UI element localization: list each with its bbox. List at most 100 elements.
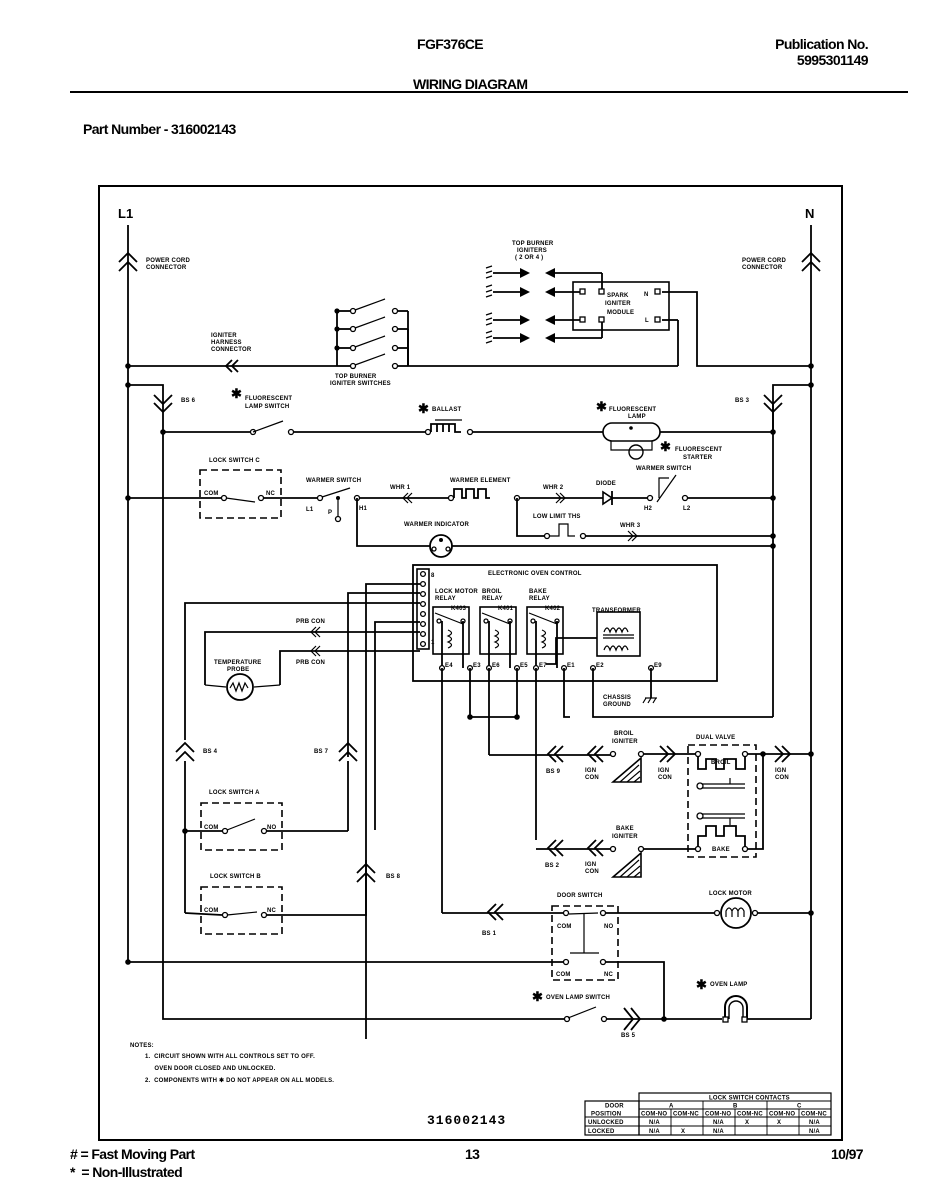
- spark-module-n: N: [644, 292, 649, 298]
- publication-label: Publication No.: [775, 36, 868, 52]
- table-row-label: UNLOCKED: [588, 1120, 624, 1126]
- connector-pin: [419, 600, 427, 608]
- notes: NOTES: 1. CIRCUIT SHOWN WITH ALL CONTROL…: [130, 1043, 334, 1084]
- igniter-switch: [334, 298, 409, 366]
- connector-pin: [419, 590, 427, 598]
- ign-con-2b: CON: [658, 775, 672, 781]
- note-line-3: 2. COMPONENTS WITH ✱ DO NOT APPEAR ON AL…: [145, 1077, 334, 1084]
- pin-8-label: 8: [431, 573, 435, 579]
- fluorescent-starter-2: STARTER: [683, 455, 713, 461]
- lock-switch-c: LOCK SWITCH C COM NC: [199, 458, 282, 519]
- whr1-label: WHR 1: [390, 485, 411, 491]
- ign-con-3b: CON: [775, 775, 789, 781]
- asterisk-icon: ✱: [696, 977, 707, 992]
- relay-label: K401: [498, 606, 514, 612]
- igniter-electrode: [485, 284, 586, 298]
- revision-date: 10/97: [830, 1146, 864, 1162]
- low-limit-ths-label: LOW LIMIT THS: [533, 514, 581, 520]
- warmer-switch-p: P: [328, 510, 332, 516]
- top-burner-igniter-switches: TOP BURNER IGNITER SWITCHES: [330, 298, 679, 387]
- connector-pin: [419, 630, 427, 638]
- diode: DIODE: [596, 481, 616, 506]
- temperature-probe-1: TEMPERATURE: [214, 660, 261, 666]
- eoc-label: ELECTRONIC OVEN CONTROL: [488, 571, 582, 577]
- lock-switch-b-label: LOCK SWITCH B: [210, 874, 261, 880]
- lock-switch-c-nc: NC: [266, 491, 276, 497]
- top-burner-igniter-switches-1: TOP BURNER: [335, 374, 377, 380]
- warmer-indicator-label: WARMER INDICATOR: [404, 522, 469, 528]
- connector-pin: [419, 640, 427, 648]
- door-switch-com-1: COM: [557, 924, 572, 930]
- spark-module-label-2: IGNITER: [605, 301, 631, 307]
- bs2-label: BS 2: [545, 863, 560, 869]
- l1-label: L1: [118, 206, 133, 221]
- warmer-switch-l2: L2: [683, 506, 691, 512]
- ballast-label: BALLAST: [432, 407, 462, 413]
- fluorescent-lamp-2: LAMP: [628, 414, 646, 420]
- page-number: 13: [465, 1146, 480, 1162]
- door-switch-nc: NC: [604, 972, 614, 978]
- ign-con-2a: IGN: [658, 768, 669, 774]
- dual-valve-label: DUAL VALVE: [696, 735, 735, 741]
- prb-con-label-2: PRB CON: [296, 660, 325, 666]
- table-cell: N/A: [713, 1129, 724, 1135]
- terminal-label: E4: [445, 663, 453, 669]
- transformer-label: TRANSFORMER: [592, 608, 641, 614]
- warmer-switch-label-2: WARMER SWITCH: [636, 466, 691, 472]
- bs8-label: BS 8: [386, 874, 401, 880]
- diagram-frame: [98, 185, 843, 1141]
- terminal-label: E5: [520, 663, 528, 669]
- notes-heading: NOTES:: [130, 1043, 154, 1049]
- ballast: ✱ BALLAST: [418, 401, 474, 436]
- part-number: Part Number - 316002143: [83, 121, 236, 137]
- top-burner-igniters-3: ( 2 OR 4 ): [515, 255, 543, 261]
- oven-lamp: ✱ OVEN LAMP: [696, 977, 748, 1023]
- power-cord-connector-right-2: CONNECTOR: [742, 265, 783, 271]
- warmer-element: WARMER ELEMENT: [447, 478, 521, 502]
- relay-label: K403: [451, 606, 467, 612]
- oven-lamp-switch-label: OVEN LAMP SWITCH: [546, 995, 610, 1001]
- igniter-electrode: [485, 312, 586, 326]
- legend-non-illustrated: * = Non-Illustrated: [70, 1164, 183, 1180]
- warmer-indicator: WARMER INDICATOR: [404, 522, 469, 558]
- power-cord-connector-left-1: POWER CORD: [146, 258, 190, 264]
- table-cell: N/A: [649, 1120, 660, 1126]
- lock-switch-a-com: COM: [204, 825, 219, 831]
- table-column: COM-NC: [673, 1112, 699, 1118]
- publication-number: 5995301149: [796, 52, 869, 68]
- asterisk-icon: ✱: [532, 989, 543, 1004]
- valve-bake-label: BAKE: [712, 847, 730, 853]
- electronic-oven-control: ELECTRONIC OVEN CONTROL 8 1 LOCK MOTORRE…: [412, 564, 718, 708]
- top-burner-igniters-1: TOP BURNER: [512, 241, 554, 247]
- igniter-electrode: [485, 265, 605, 295]
- spark-igniter-module: SPARK IGNITER MODULE N L: [572, 281, 814, 369]
- terminal-label: E6: [492, 663, 500, 669]
- connector-pin: [419, 580, 427, 588]
- note-line-1: 1. CIRCUIT SHOWN WITH ALL CONTROLS SET T…: [145, 1054, 315, 1060]
- relay-label: K402: [545, 606, 561, 612]
- eoc-connector: [416, 568, 430, 650]
- connector-pin: [419, 610, 427, 618]
- relay-label: BROIL: [482, 589, 502, 595]
- low-limit-ths: LOW LIMIT THS: [533, 514, 587, 540]
- broil-igniter: BROIL IGNITER: [609, 731, 645, 783]
- warmer-switch-label: WARMER SWITCH: [306, 478, 361, 484]
- connector-pin: [419, 570, 427, 578]
- header-rule: [70, 91, 908, 93]
- fluorescent-lamp-switch: ✱ FLUORESCENT LAMP SWITCH: [231, 386, 295, 436]
- warmer-switch-h1: H1: [359, 506, 368, 512]
- lock-switch-c-com: COM: [204, 491, 219, 497]
- warmer-switch-h2: H2: [644, 506, 653, 512]
- table-cell: X: [745, 1120, 749, 1126]
- relay-label: RELAY: [435, 596, 456, 602]
- relay-label: LOCK MOTOR: [435, 589, 478, 595]
- ign-con-4a: IGN: [585, 862, 596, 868]
- table-column: COM-NO: [705, 1112, 731, 1118]
- bs1-label: BS 1: [482, 931, 497, 937]
- table-row-header: DOOR: [605, 1104, 624, 1110]
- warmer-switch-thermal: H2 L2 WARMER SWITCH: [636, 466, 691, 512]
- door-switch: DOOR SWITCH COM NO COM NC: [551, 893, 619, 981]
